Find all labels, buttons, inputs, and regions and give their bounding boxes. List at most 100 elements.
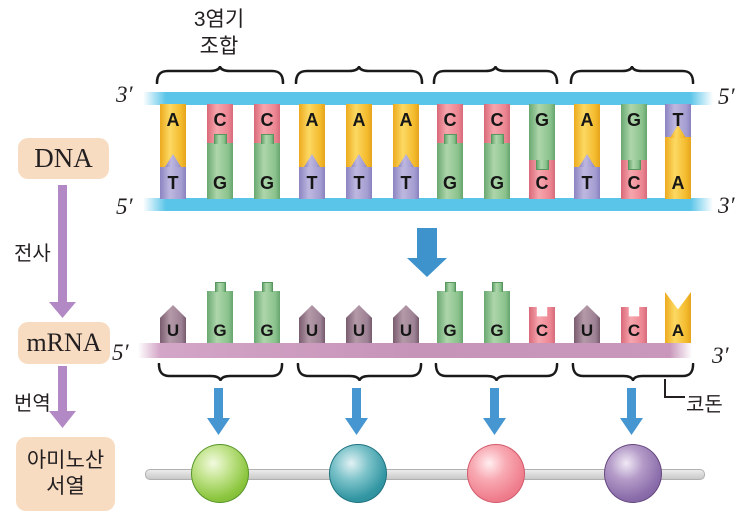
amino-acid-sequence-box: 아미노산 서열 bbox=[16, 437, 115, 511]
thymine-base bbox=[574, 167, 600, 199]
translation-arrow-head bbox=[49, 411, 76, 428]
thymine-base bbox=[393, 167, 419, 199]
guanine-base bbox=[207, 143, 233, 199]
mrna-codon-brace-1 bbox=[157, 363, 284, 381]
dna-letter-bottom: G bbox=[442, 173, 457, 193]
dna-letter-top: G bbox=[534, 110, 549, 130]
peptide-backbone-rod bbox=[145, 469, 705, 480]
dna-codon-brace-2 bbox=[294, 66, 424, 84]
codon-label: 코돈 bbox=[686, 394, 723, 416]
mrna-letter: G bbox=[213, 321, 227, 340]
pair-connector bbox=[261, 134, 274, 144]
mrna-letter: U bbox=[305, 321, 319, 340]
dna-letter-top: A bbox=[166, 110, 180, 130]
dna-letter-bottom: G bbox=[489, 173, 504, 193]
amino-label-line2: 서열 bbox=[46, 475, 85, 498]
pair-connector bbox=[214, 134, 227, 144]
mrna-base-U: U bbox=[574, 305, 600, 343]
mrna-base-A: A bbox=[665, 292, 691, 343]
dna-letter-bottom: G bbox=[259, 173, 274, 193]
dna-to-mrna-arrow bbox=[407, 228, 447, 277]
mrna-codon-brace-3 bbox=[434, 363, 559, 381]
mrna-letter: U bbox=[399, 321, 413, 340]
guanine-base bbox=[437, 143, 463, 199]
codon-arrow-head bbox=[620, 418, 643, 435]
dna-letter-bottom: T bbox=[400, 173, 412, 193]
amino-acid-ball-pink bbox=[467, 444, 525, 503]
mrna-base-G: G bbox=[484, 282, 510, 343]
dna-backbone-bottom bbox=[143, 198, 713, 211]
mrna-base-U: U bbox=[346, 305, 372, 343]
amino-label-line1: 아미노산 bbox=[26, 449, 105, 472]
dna-box: DNA bbox=[18, 138, 109, 179]
dna-letter-top: C bbox=[443, 110, 457, 130]
mrna-backbone bbox=[138, 343, 692, 358]
guanine-base bbox=[254, 143, 280, 199]
dna-letter-bottom: C bbox=[627, 173, 641, 193]
codon-arrow-2 bbox=[345, 388, 368, 435]
pair-connector bbox=[536, 160, 549, 170]
codon-arrow-4 bbox=[620, 388, 643, 435]
transcription-arrow-shaft bbox=[58, 185, 67, 302]
mrna-end-5prime: 5′ bbox=[112, 340, 129, 365]
mrna-letter: G bbox=[260, 321, 274, 340]
dna-letter-top: G bbox=[626, 110, 641, 130]
translation-arrow bbox=[49, 366, 76, 428]
translation-label: 번역 bbox=[14, 393, 51, 415]
dna-backbone-top bbox=[143, 92, 713, 105]
dna-letter-bottom: C bbox=[535, 173, 549, 193]
guanine-base bbox=[621, 104, 647, 160]
guanine-base bbox=[529, 104, 555, 160]
thymine-base bbox=[160, 167, 186, 199]
amino-acid-ball-purple bbox=[604, 444, 662, 503]
thymine-base bbox=[346, 167, 372, 199]
mrna-letter: U bbox=[580, 321, 594, 340]
mrna-base-U: U bbox=[393, 305, 419, 343]
mrna-base-G: G bbox=[254, 282, 280, 343]
transcription-arrow-head bbox=[49, 302, 76, 318]
mrna-end-3prime: 3′ bbox=[712, 343, 729, 368]
mrna-base-G: G bbox=[437, 282, 463, 343]
dna-box-label: DNA bbox=[34, 143, 93, 173]
amino-acid-sequence-label: 아미노산 서열 bbox=[27, 448, 104, 500]
transcription-label: 전사 bbox=[14, 243, 51, 265]
adenine-base bbox=[665, 137, 691, 199]
transcription-arrow bbox=[49, 185, 76, 318]
mrna-base-tab bbox=[492, 282, 503, 292]
codon-arrow-3 bbox=[483, 388, 506, 435]
amino-acid-ball-teal bbox=[329, 444, 387, 503]
mrna-base-C: C bbox=[529, 307, 555, 343]
triplet-label-line1: 3염기 bbox=[193, 8, 245, 31]
mrna-base-tab bbox=[445, 282, 456, 292]
dna-letter-top: A bbox=[580, 110, 594, 130]
mrna-letter: U bbox=[166, 321, 180, 340]
mrna-letter: U bbox=[352, 321, 366, 340]
dna-codon-brace-4 bbox=[569, 66, 695, 84]
dna-letter-top: C bbox=[260, 110, 274, 130]
mrna-box-label: mRNA bbox=[26, 328, 102, 357]
codon-arrow-head bbox=[345, 418, 368, 435]
pair-connector bbox=[444, 134, 457, 144]
codon-pointer-line-vertical bbox=[664, 379, 666, 398]
mrna-letter: A bbox=[671, 321, 685, 340]
codon-arrow-shaft bbox=[627, 388, 636, 418]
guanine-base bbox=[484, 143, 510, 199]
mrna-letter: G bbox=[443, 321, 457, 340]
dna-to-mrna-arrow-head bbox=[407, 258, 447, 277]
codon-arrow-1 bbox=[207, 388, 230, 435]
dna-end-5prime-top-right: 5′ bbox=[718, 84, 735, 109]
mrna-box: mRNA bbox=[18, 322, 110, 364]
thymine-base bbox=[299, 167, 325, 199]
mrna-letter: C bbox=[535, 321, 549, 340]
mrna-base-U: U bbox=[299, 305, 325, 343]
mrna-letter: C bbox=[627, 321, 641, 340]
